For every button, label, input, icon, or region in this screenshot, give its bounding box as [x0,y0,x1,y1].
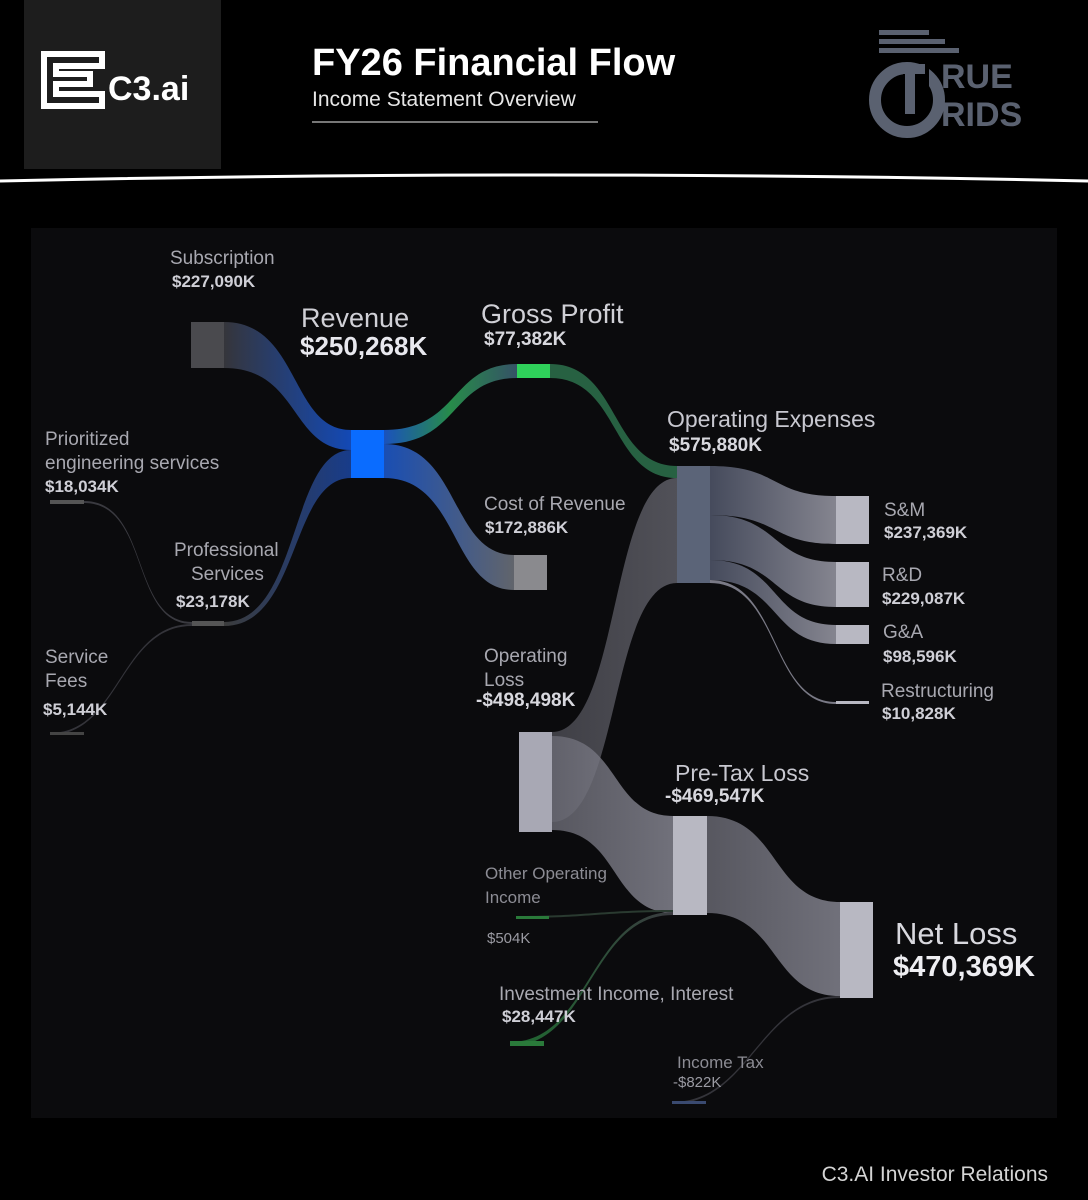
flow-opex-ga [710,560,836,644]
label-prioritized-value: $18,034K [45,477,119,496]
label-netloss-value: $470,369K [893,951,1035,983]
label-rd-name: R&D [882,565,923,586]
flow-incometax-netloss [672,996,840,1104]
label-opex-value: $575,880K [669,435,762,456]
label-subscription-value: $227,090K [172,272,256,291]
flow-grossprofit-opex [550,364,677,478]
node-rd [836,562,869,607]
label-grossprofit-name: Gross Profit [481,299,624,329]
label-incometax-name: Income Tax [677,1053,764,1072]
node-pretax-loss [673,816,707,915]
label-oploss-name-2: Loss [484,670,525,691]
flow-otherincome-pretax [516,910,673,918]
label-otherincome-name-2: Income [485,888,541,907]
label-revenue-name: Revenue [301,303,410,333]
label-netloss-name: Net Loss [895,916,1018,951]
node-operating-loss [519,732,552,832]
label-investment-name: Investment Income, Interest [499,984,734,1005]
label-professional-name-2: Services [191,564,264,585]
brand-logo-line1: RUE [941,58,1013,96]
label-restructuring-name: Restructuring [881,681,994,702]
label-revenue-value: $250,268K [300,331,428,361]
title-underline [312,121,598,123]
flow-operatingloss-opex [552,478,677,822]
label-servicefees-name-2: Fees [45,671,88,692]
label-ga-value: $98,596K [883,647,957,666]
flow-operatingloss-pretax [552,736,673,913]
label-oploss-value: -$498,498K [476,690,576,711]
flow-revenue-cost [384,444,514,590]
label-pretax-value: -$469,547K [665,786,765,807]
brand-logo-line2: RIDS [941,96,1022,134]
node-professional [192,621,224,626]
label-incometax-value: -$822K [673,1074,722,1091]
page-subtitle: Income Statement Overview [312,88,576,111]
label-professional-name-1: Professional [174,540,279,561]
node-service-fees [50,732,84,735]
label-rd-value: $229,087K [882,589,966,608]
label-otherincome-name-1: Other Operating [485,864,607,883]
c3-logo-icon [41,51,105,109]
label-sm-name: S&M [884,500,926,521]
node-ga [836,625,869,644]
node-gross-profit [517,364,550,378]
label-professional-value: $23,178K [176,592,250,611]
node-income-tax [672,1101,706,1104]
label-oploss-name-1: Operating [484,646,568,667]
flow-professional-revenue [224,450,351,626]
page-title: FY26 Financial Flow [312,42,676,84]
label-otherincome-value: $504K [487,930,531,947]
footer-credit: C3.AI Investor Relations [821,1163,1048,1186]
node-subscription [191,322,224,368]
node-net-loss [840,902,873,998]
label-sm-value: $237,369K [884,523,968,542]
label-cost-name: Cost of Revenue [484,494,626,515]
node-revenue [351,430,384,478]
label-pretax-name: Pre-Tax Loss [675,760,810,786]
label-prioritized-name-1: Prioritized [45,429,130,450]
node-cost-of-revenue [514,555,547,590]
label-subscription-name: Subscription [170,248,275,269]
label-servicefees-value: $5,144K [43,700,108,719]
flow-opex-rd [710,515,836,607]
flow-subscription-revenue [224,322,351,450]
flow-pretax-netloss [707,816,840,996]
label-ga-name: G&A [883,622,924,643]
node-operating-expenses [677,466,710,583]
label-prioritized-name-2: engineering services [45,453,220,474]
label-grossprofit-value: $77,382K [484,329,567,350]
node-sm [836,496,869,544]
node-restructuring [836,701,869,704]
header-divider [0,173,1088,183]
company-logo: C3.ai [24,0,221,169]
node-prioritized [50,500,84,504]
label-restructuring-value: $10,828K [882,704,956,723]
label-cost-value: $172,886K [485,518,569,537]
logo-wordmark: C3.ai [108,70,190,108]
node-other-operating-income [516,916,549,919]
flow-revenue-grossprofit [384,364,517,444]
label-opex-name: Operating Expenses [667,406,876,432]
label-servicefees-name-1: Service [45,647,109,668]
true-grids-logo: RUE RIDS [869,30,1022,138]
node-investment-income [510,1041,544,1046]
flow-opex-sm [710,466,836,544]
label-investment-value: $28,447K [502,1007,576,1026]
